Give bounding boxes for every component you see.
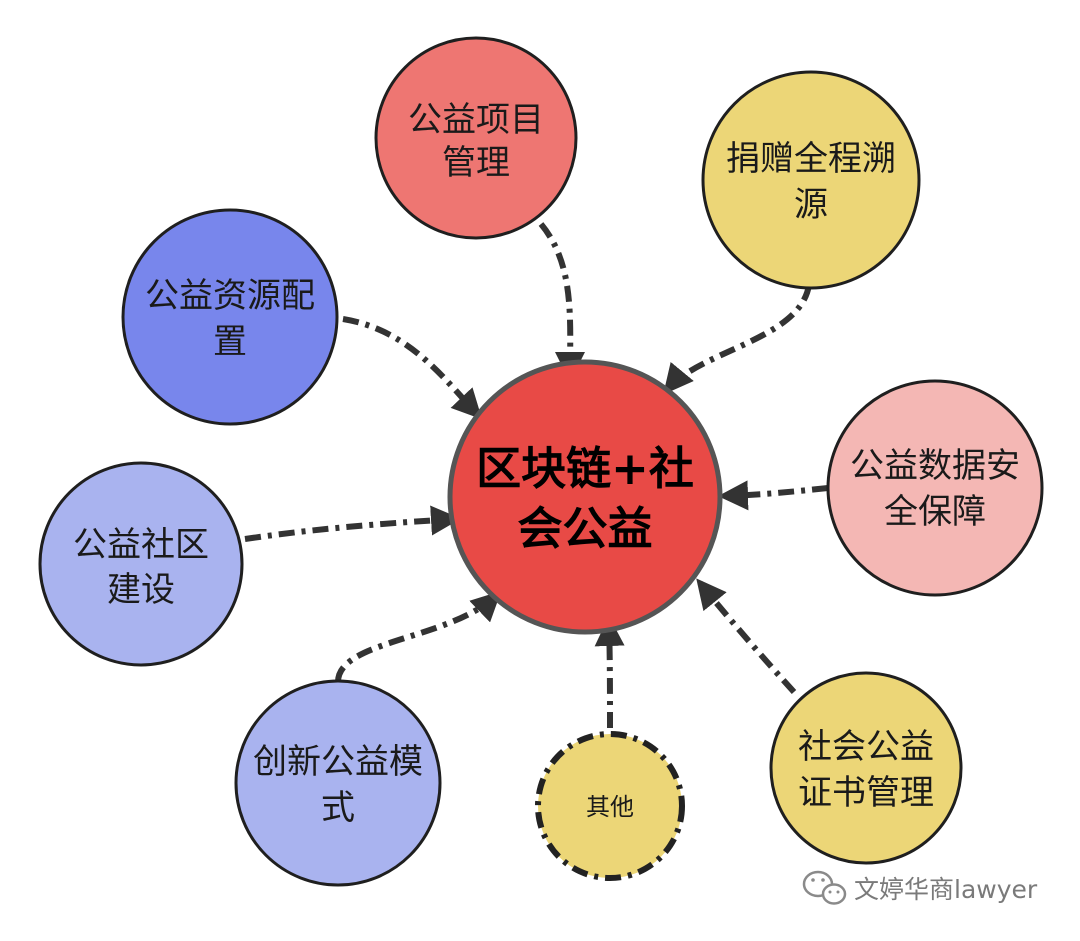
node-project-management-label-line-2: 管理 <box>442 143 510 183</box>
watermark: 文婷华商lawyer <box>802 870 1038 905</box>
node-innovation-model: 创新公益模 式 <box>234 679 442 887</box>
arrow-trace-to-center <box>663 284 812 395</box>
arrow-model-to-center <box>335 590 502 683</box>
node-community-building-label-line-2: 建设 <box>107 570 175 610</box>
watermark-text: 文婷华商lawyer <box>854 875 1038 904</box>
node-donation-traceability-label-line-1: 捐赠全程溯 <box>726 139 896 179</box>
node-certificate-management-circle <box>769 671 963 865</box>
node-certificate-management: 社会公益 证书管理 <box>769 671 963 865</box>
center-node-label-line-1: 区块链+社 <box>476 442 694 495</box>
node-resource-allocation-label-line-2: 置 <box>213 322 247 362</box>
node-certificate-management-label-line-1: 社会公益 <box>798 727 934 767</box>
arrow-certificate-to-center <box>696 578 797 695</box>
node-innovation-model-label-line-2: 式 <box>321 788 355 828</box>
connectors <box>244 222 829 729</box>
arrow-community-to-center <box>244 505 461 542</box>
node-innovation-model-label-line-1: 创新公益模 <box>253 742 423 782</box>
node-resource-allocation-label-line-1: 公益资源配 <box>145 276 315 316</box>
node-community-building: 公益社区 建设 <box>38 461 244 667</box>
node-community-building-circle <box>38 461 244 667</box>
node-data-security-label-line-2: 全保障 <box>884 492 986 532</box>
arrow-project-to-center <box>538 222 586 382</box>
node-project-management: 公益项目 管理 <box>374 36 578 240</box>
arrow-resource-to-center <box>342 316 483 420</box>
node-other-circle <box>535 731 685 881</box>
center-node-circle <box>447 359 723 635</box>
center-node-label-line-2: 会公益 <box>517 502 652 555</box>
node-resource-allocation: 公益资源配 置 <box>121 208 339 426</box>
node-community-building-label-line-1: 公益社区 <box>73 525 209 565</box>
node-donation-traceability: 捐赠全程溯 源 <box>701 70 921 290</box>
node-innovation-model-circle <box>234 679 442 887</box>
node-data-security-circle <box>826 379 1044 597</box>
node-certificate-management-label-line-2: 证书管理 <box>798 773 934 813</box>
arrow-other-to-center <box>594 616 625 729</box>
node-other-label: 其他 <box>586 793 634 821</box>
wechat-icon <box>802 870 847 905</box>
node-donation-traceability-circle <box>701 70 921 290</box>
node-other: 其他 <box>535 731 685 881</box>
node-project-management-circle <box>374 36 578 240</box>
node-data-security-label-line-1: 公益数据安 <box>850 446 1020 486</box>
node-resource-allocation-circle <box>121 208 339 426</box>
node-donation-traceability-label-line-2: 源 <box>794 185 828 225</box>
node-project-management-label-line-1: 公益项目 <box>408 100 544 140</box>
center-node: 区块链+社 会公益 <box>447 359 723 635</box>
arrow-data-security-to-center <box>718 480 829 511</box>
node-data-security: 公益数据安 全保障 <box>826 379 1044 597</box>
